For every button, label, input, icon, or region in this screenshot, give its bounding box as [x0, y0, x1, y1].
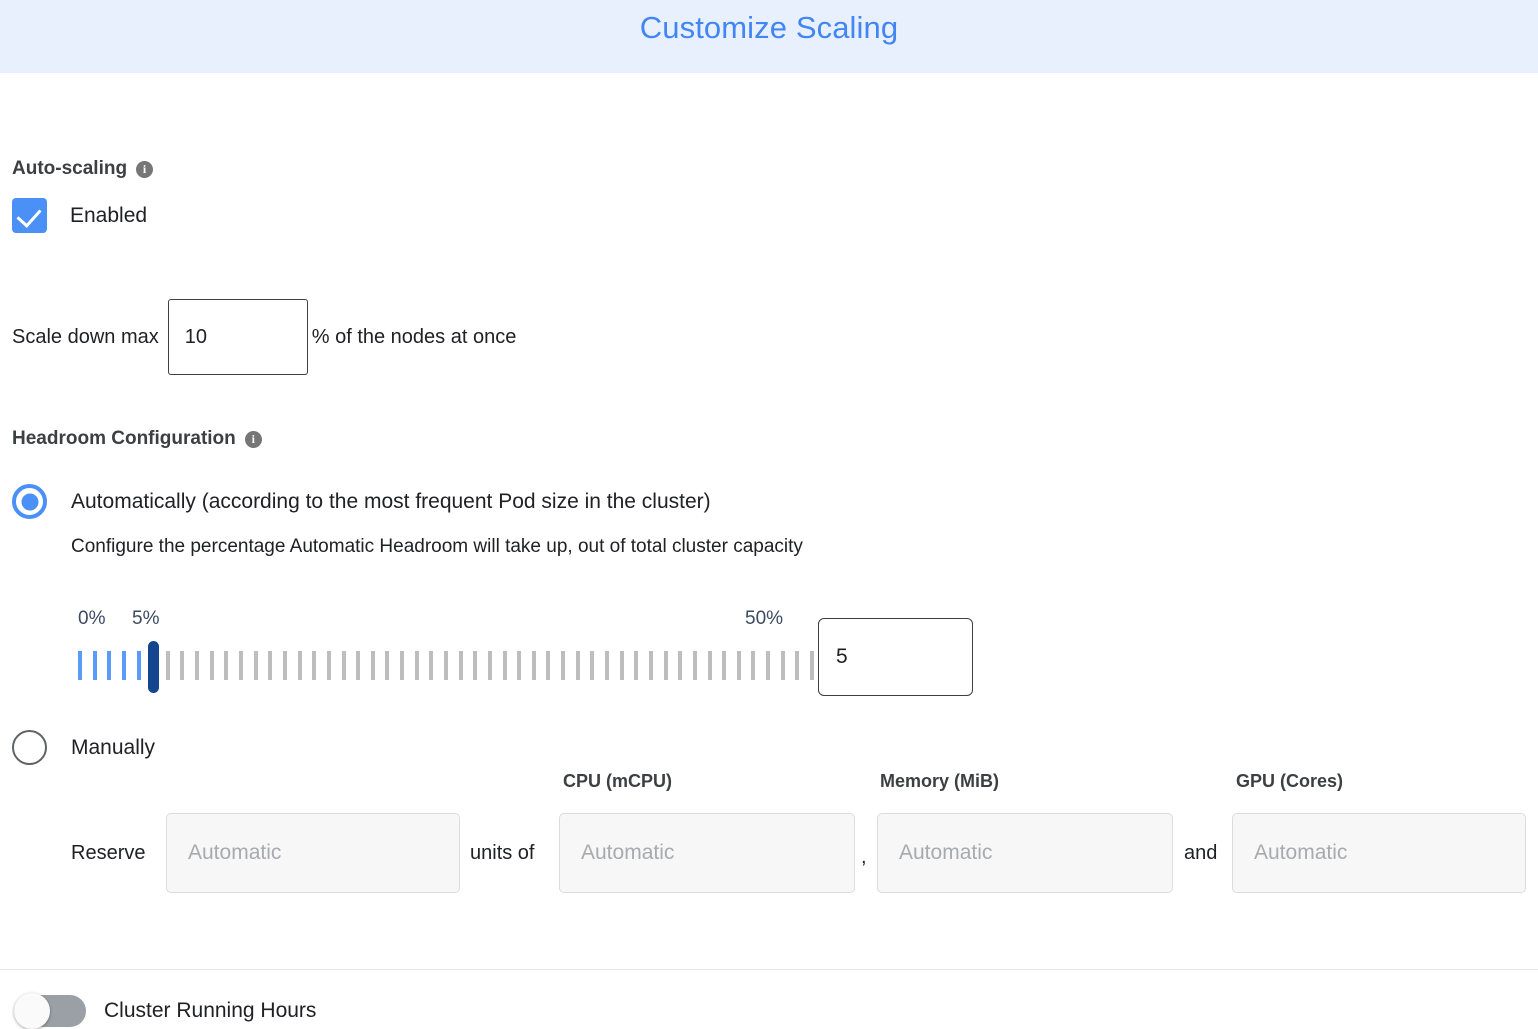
slider-tick [605, 651, 610, 680]
dialog-header: Customize Scaling [0, 0, 1538, 73]
cluster-running-hours-label: Cluster Running Hours [104, 999, 317, 1022]
slider-thumb[interactable] [148, 641, 160, 693]
slider-tick [400, 651, 405, 680]
cluster-running-hours-toggle[interactable] [14, 993, 86, 1029]
reserve-cpu-input[interactable] [559, 813, 855, 893]
column-header-gpu: GPU (Cores) [1236, 771, 1344, 791]
slider-tick [619, 651, 624, 680]
reserve-memory-input[interactable] [877, 813, 1173, 893]
headroom-section-header: Headroom Configuration i [12, 428, 262, 450]
slider-tick [517, 651, 522, 680]
slider-tick [444, 651, 448, 680]
slider-track[interactable] [78, 641, 814, 693]
slider-tick [165, 651, 170, 680]
slider-tick [195, 651, 200, 680]
page-title: Customize Scaling [639, 10, 899, 45]
comma-separator: , [861, 846, 867, 868]
slider-tick [736, 651, 741, 680]
cluster-running-hours-row[interactable]: Cluster Running Hours [14, 993, 317, 1029]
slider-tick [239, 651, 244, 680]
headroom-manual-label: Manually [71, 735, 156, 759]
and-label: and [1184, 842, 1218, 864]
slider-max-label: 50% [745, 608, 784, 629]
reserve-units-input[interactable] [166, 813, 460, 893]
autoscaling-section-header: Auto-scaling i [12, 158, 154, 180]
slider-tick [414, 651, 419, 680]
slider-tick [78, 651, 82, 680]
column-header-memory: Memory (MiB) [880, 771, 1000, 791]
slider-tick [561, 651, 566, 680]
headroom-manual-radio[interactable] [12, 730, 47, 765]
scale-down-max-input[interactable] [167, 299, 308, 375]
slider-tick [722, 651, 727, 680]
slider-tick [487, 651, 492, 680]
slider-tick [458, 651, 463, 680]
slider-tick [648, 651, 653, 680]
slider-tick [575, 651, 580, 680]
info-icon[interactable]: i [244, 430, 262, 448]
slider-current-label: 5% [132, 608, 160, 629]
slider-tick [795, 651, 800, 680]
slider-tick [707, 651, 712, 680]
slider-tick-labels: 0% 5% 50% [12, 608, 992, 634]
slider-tick [224, 651, 229, 680]
slider-tick [429, 651, 434, 680]
info-icon[interactable]: i [136, 160, 154, 178]
slider-tick [180, 651, 185, 680]
slider-tick [766, 651, 771, 680]
scale-down-max-label: Scale down max [12, 325, 159, 348]
headroom-section-label: Headroom Configuration [12, 428, 236, 449]
slider-tick [136, 651, 141, 680]
slider-tick [370, 651, 375, 680]
slider-min-label: 0% [78, 608, 106, 629]
slider-tick [121, 651, 126, 680]
slider-tick [253, 651, 258, 680]
slider-tick [663, 651, 668, 680]
units-of-label: units of [470, 842, 535, 864]
slider-tick [312, 651, 317, 680]
slider-tick [209, 651, 214, 680]
scale-down-max-suffix: % of the nodes at once [311, 325, 517, 348]
headroom-automatic-label: Automatically (according to the most fre… [71, 489, 711, 513]
slider-tick [678, 651, 683, 680]
column-header-cpu: CPU (mCPU) [563, 771, 673, 791]
slider-tick [780, 651, 785, 680]
autoscaling-enabled-label: Enabled [70, 203, 148, 227]
headroom-automatic-row[interactable]: Automatically (according to the most fre… [12, 484, 711, 519]
slider-tick [810, 651, 814, 680]
slider-tick [531, 651, 536, 680]
headroom-automatic-description: Configure the percentage Automatic Headr… [71, 536, 803, 557]
reserve-row: Reserve units of , and [0, 813, 1538, 893]
scale-down-max-row: Scale down max % of the nodes at once [12, 299, 516, 375]
headroom-slider[interactable]: 0% 5% 50% [12, 608, 992, 708]
headroom-percentage-input[interactable] [818, 618, 973, 696]
slider-tick [473, 651, 478, 680]
slider-tick [751, 651, 756, 680]
slider-tick [356, 651, 361, 680]
slider-tick [297, 651, 302, 680]
slider-tick [326, 651, 331, 680]
autoscaling-enabled-row[interactable]: Enabled [12, 198, 147, 233]
reserve-label: Reserve [71, 842, 146, 864]
slider-tick [634, 651, 639, 680]
slider-tick [590, 651, 595, 680]
slider-tick [502, 651, 507, 680]
reserve-column-headers: CPU (mCPU) Memory (MiB) GPU (Cores) [0, 771, 1538, 797]
slider-tick [282, 651, 287, 680]
autoscaling-section-label: Auto-scaling [12, 158, 128, 179]
slider-tick [268, 651, 273, 680]
slider-tick [385, 651, 390, 680]
slider-tick [92, 651, 97, 680]
slider-tick [692, 651, 697, 680]
headroom-manual-row[interactable]: Manually [12, 730, 155, 765]
dialog-body: Auto-scaling i Enabled Scale down max % … [0, 73, 1538, 1029]
toggle-knob [14, 993, 50, 1029]
slider-tick [341, 651, 346, 680]
slider-tick [107, 651, 112, 680]
headroom-automatic-radio[interactable] [12, 484, 47, 519]
slider-tick [546, 651, 551, 680]
autoscaling-enabled-checkbox[interactable] [12, 198, 47, 233]
reserve-gpu-input[interactable] [1232, 813, 1526, 893]
